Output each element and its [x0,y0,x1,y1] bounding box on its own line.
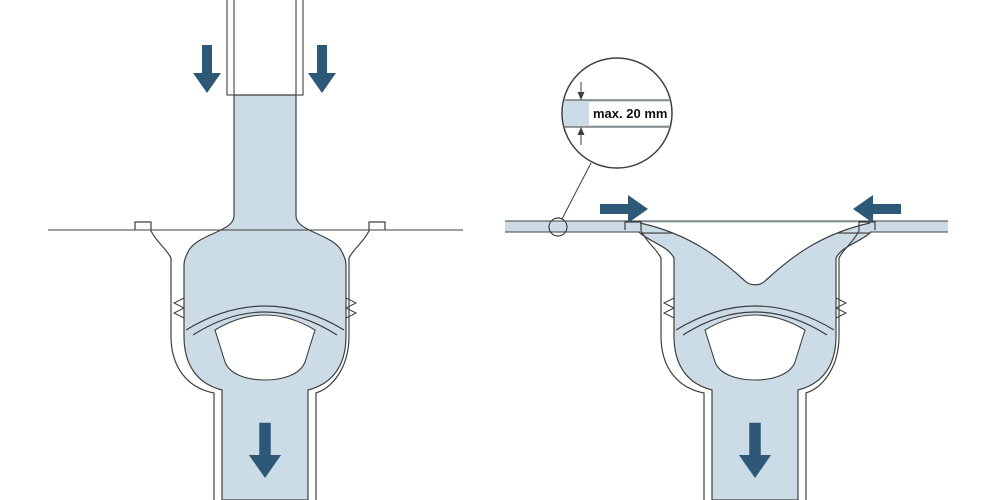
arrow-left-icon [853,195,901,223]
callout-band-edges [563,99,671,128]
sagging-water-surface [639,222,871,286]
left-panel-vertical-inflow [48,0,463,500]
callout-target-circle [548,217,568,237]
right-panel-horizontal-inflow: max. 20 mm [505,57,948,500]
callout-label-box [589,102,671,125]
arrow-right-icon [600,195,648,223]
seal-zigzag-right-wall [834,297,848,319]
max-depth-label: max. 20 mm [593,106,667,121]
drain-outline-left [134,221,386,500]
inflow-pipe-wall-left [226,0,235,96]
trap-bell-outer-arc-right [675,305,835,331]
trap-air-pocket-right [704,314,806,381]
max-depth-callout: max. 20 mm [548,57,673,237]
trap-air-pocket-left [214,314,316,381]
callout-leader-line [561,162,592,220]
trap-bell-inner-arc-right [682,311,828,336]
dimension-arrowhead-down [577,92,585,100]
drain-outline-right [624,221,876,500]
arrow-down-icon [193,45,221,93]
inflow-pipe-wall-right [295,0,304,96]
trap-bell-outer-arc-left [185,305,345,331]
water-body-left [183,94,347,500]
arrow-down-icon [308,45,336,93]
seal-zigzag-right-wall [344,297,358,319]
funnel-air-region [640,223,870,285]
dimension-arrowhead-up [577,127,585,135]
seal-zigzag-left-wall [172,297,186,319]
trap-bell-inner-arc-left [192,311,338,336]
seal-zigzag-left-wall [662,297,676,319]
